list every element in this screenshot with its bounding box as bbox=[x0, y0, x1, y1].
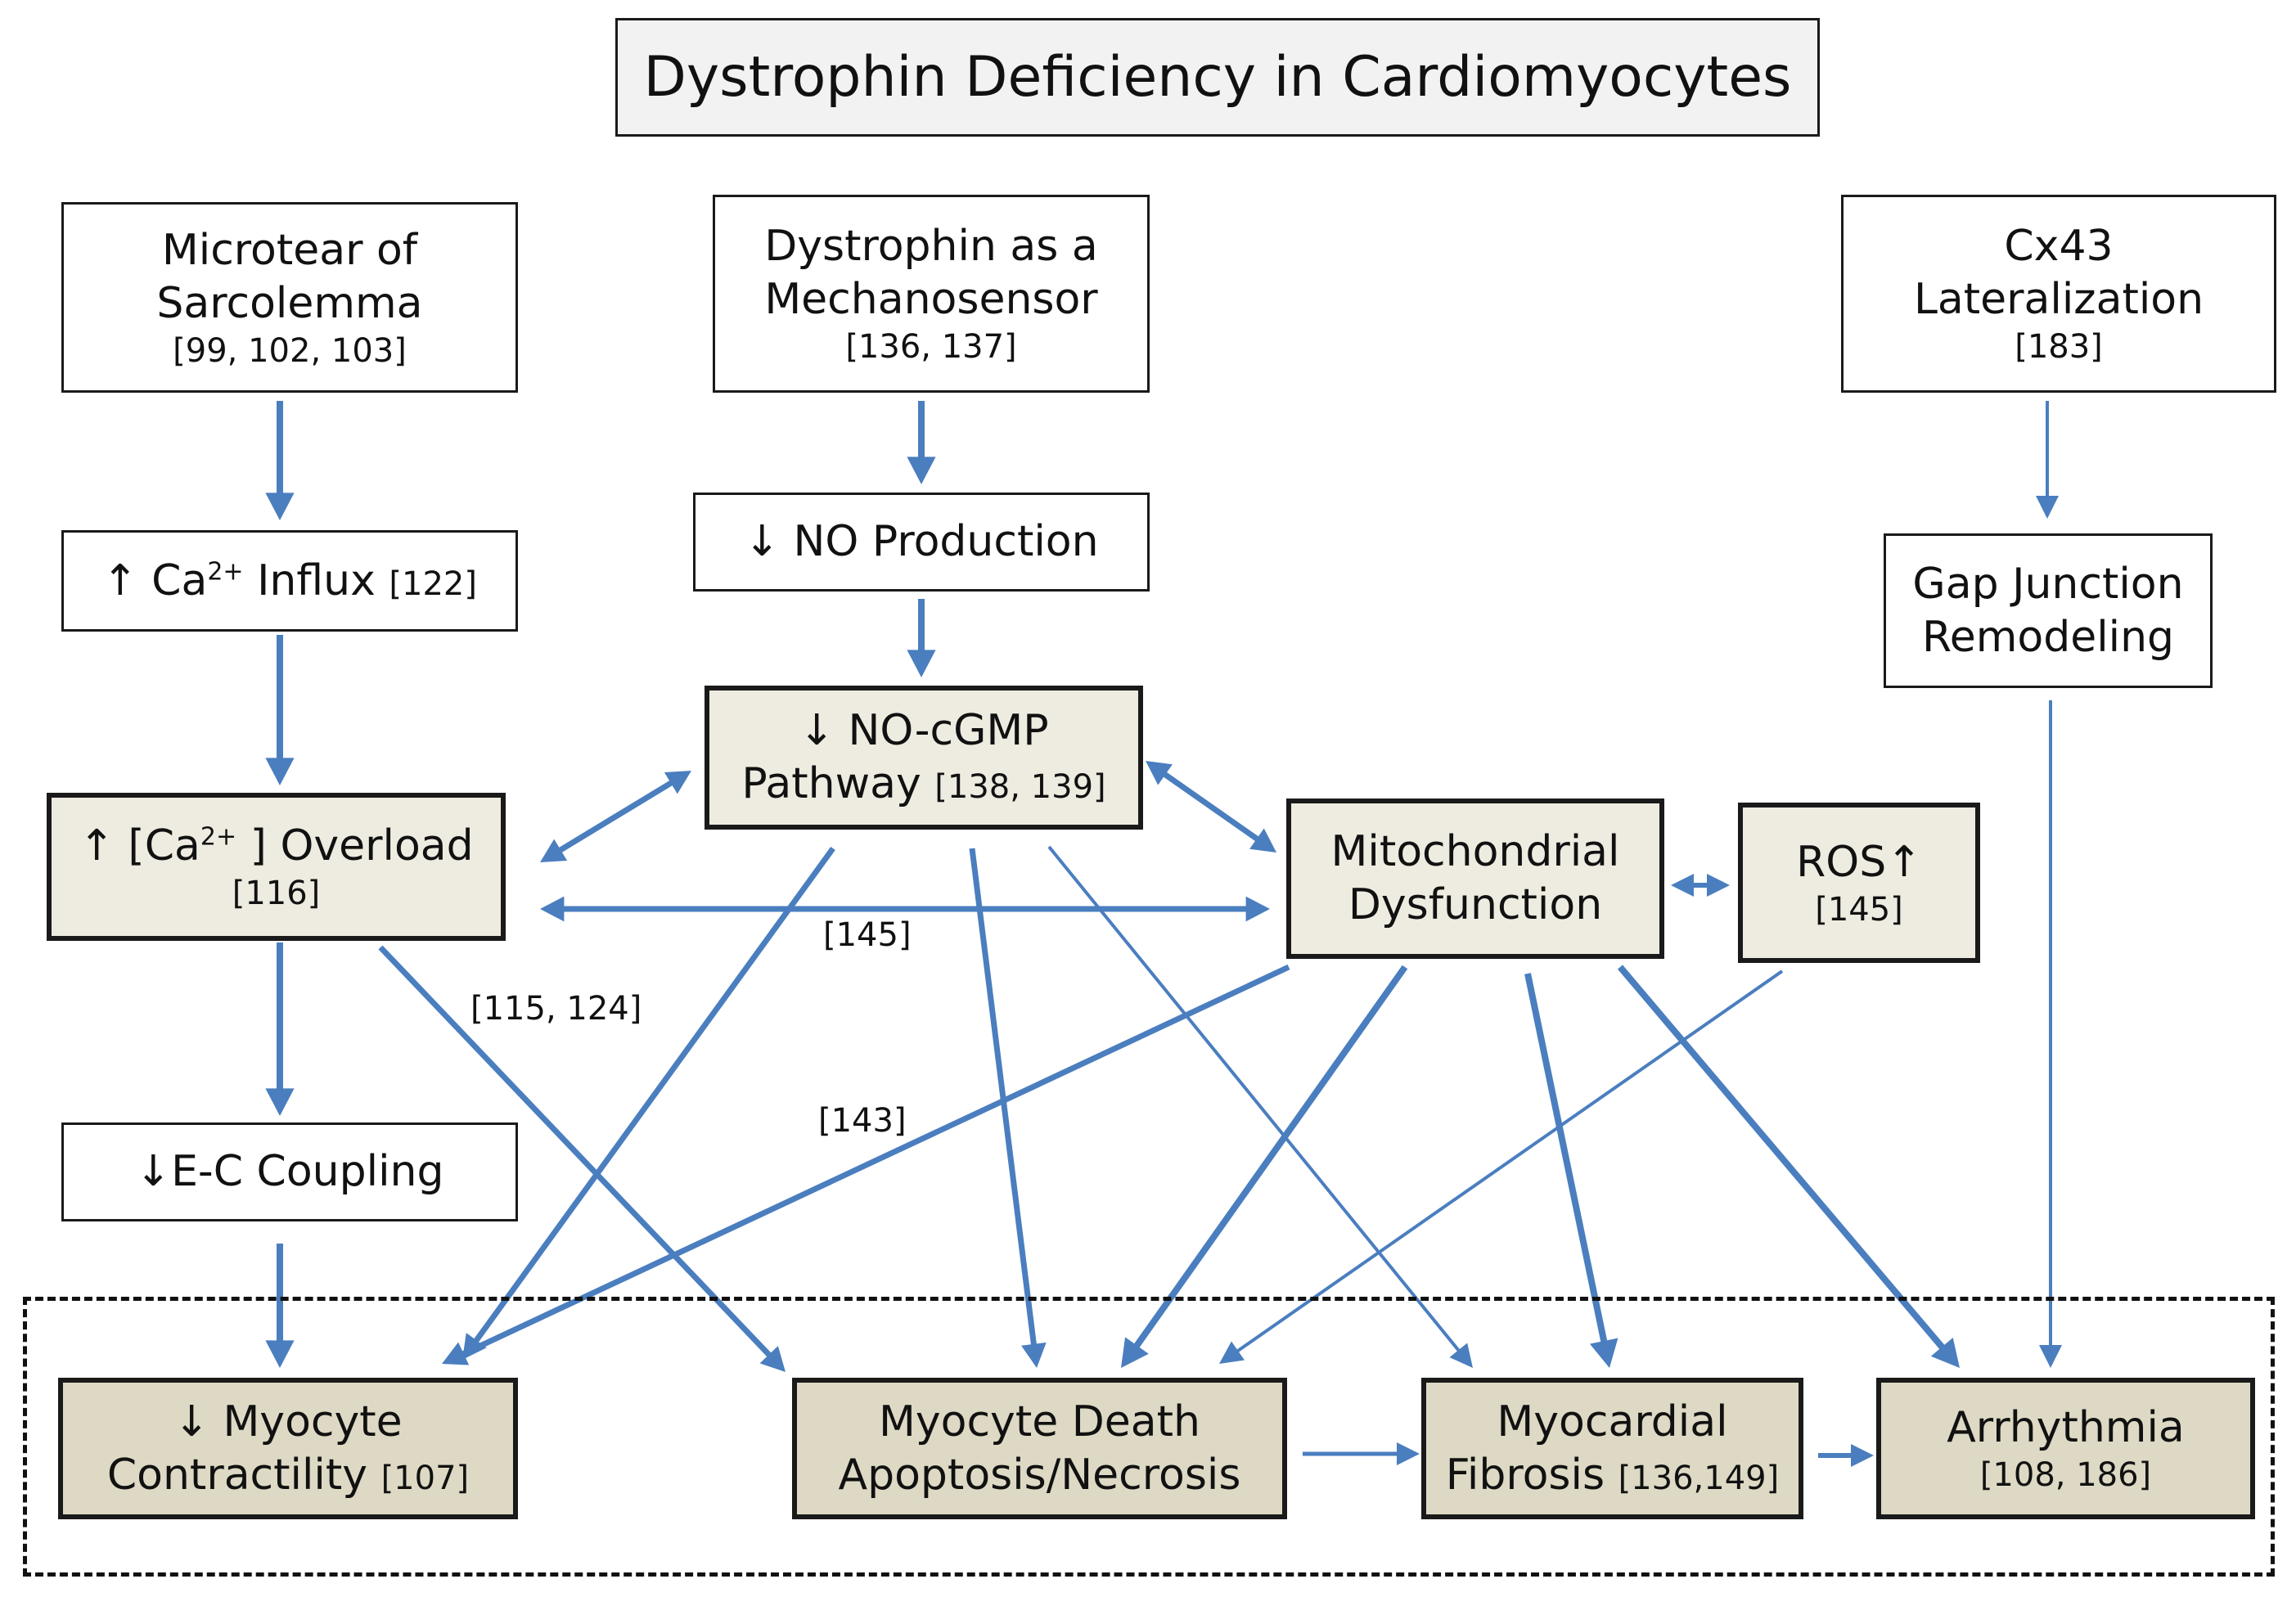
node-death-line1: Myocyte Death bbox=[879, 1397, 1200, 1446]
node-mito-line1: Mitochondrial bbox=[1330, 827, 1620, 876]
arrow-mito-arrhythmia bbox=[1617, 965, 1960, 1368]
node-contractility-line1: ↓ Myocyte bbox=[173, 1397, 403, 1446]
edge-label-mito-contractility: [143] bbox=[818, 1102, 907, 1140]
node-fibrosis-line2: Fibrosis bbox=[1445, 1450, 1605, 1500]
node-cx43-ref: [183] bbox=[2015, 328, 2103, 366]
node-ca-overload: ↑ [Ca2+ ] Overload [116] bbox=[47, 793, 506, 941]
arrow-ca-overload-death bbox=[378, 945, 786, 1372]
edge-label-ca-mito: [145] bbox=[823, 916, 912, 954]
node-ca-overload-ref: [116] bbox=[232, 875, 321, 912]
node-arrhythmia-ref: [108, 186] bbox=[1979, 1456, 2152, 1494]
node-no-cgmp: ↓ NO-cGMP Pathway [138, 139] bbox=[705, 686, 1143, 830]
arrow-death-fibrosis bbox=[1303, 1442, 1420, 1465]
node-contractility-ref: [107] bbox=[380, 1459, 470, 1497]
arrow-microtear-ca-influx bbox=[265, 401, 295, 520]
node-no-cgmp-line1: ↓ NO-cGMP bbox=[799, 706, 1049, 755]
node-mito-line2: Dysfunction bbox=[1348, 880, 1603, 929]
node-ros-ref: [145] bbox=[1815, 890, 1903, 929]
node-microtear-line2: Sarcolemma bbox=[156, 278, 423, 328]
node-no-cgmp-ref: [138, 139] bbox=[934, 768, 1106, 806]
node-no-production: ↓ NO Production bbox=[693, 493, 1150, 592]
node-mito: Mitochondrial Dysfunction bbox=[1286, 799, 1664, 959]
node-mechanosensor-line1: Dystrophin as a bbox=[764, 222, 1098, 271]
node-cx43: Cx43 Lateralization [183] bbox=[1841, 195, 2276, 393]
arrow-mito-contractility bbox=[442, 964, 1290, 1365]
node-contractility: ↓ Myocyte Contractility [107] bbox=[58, 1378, 518, 1519]
node-ca-overload-post: ] Overload bbox=[236, 821, 474, 870]
node-fibrosis-ref: [136,149] bbox=[1618, 1459, 1780, 1497]
node-ca-influx-pre: Ca bbox=[151, 556, 208, 605]
node-ec-coupling: ↓E-C Coupling bbox=[61, 1122, 518, 1221]
arrow-mito-death bbox=[1121, 965, 1408, 1368]
arrow-no-cgmp-contractility bbox=[462, 846, 835, 1360]
node-mechanosensor: Dystrophin as a Mechanosensor [136, 137] bbox=[713, 195, 1150, 393]
arrow-no-cgmp-fibrosis bbox=[1047, 845, 1473, 1368]
node-microtear: Microtear of Sarcolemma [99, 102, 103] bbox=[61, 202, 518, 393]
arrow-cx43-gap-junction bbox=[2036, 401, 2059, 519]
node-microtear-ref: [99, 102, 103] bbox=[173, 331, 407, 370]
arrow-ca-overload-mito bbox=[540, 896, 1270, 922]
node-no-production-text: ↓ NO Production bbox=[744, 517, 1099, 566]
node-ca-influx-arrow: ↑ bbox=[102, 556, 138, 605]
node-gap-junction: Gap Junction Remodeling bbox=[1884, 533, 2213, 688]
edge-label-ca-death: [115, 124] bbox=[470, 990, 642, 1028]
node-ec-coupling-text: ↓E-C Coupling bbox=[135, 1147, 444, 1196]
diagram-title: Dystrophin Deficiency in Cardiomyocytes bbox=[615, 18, 1820, 137]
arrow-no-cgmp-ca-overload bbox=[540, 771, 691, 862]
node-ca-overload-sup: 2+ bbox=[200, 822, 237, 852]
node-ros: ROS↑ [145] bbox=[1738, 803, 1980, 963]
node-microtear-line1: Microtear of bbox=[161, 225, 418, 275]
outcomes-region bbox=[23, 1297, 2275, 1577]
node-cx43-line1: Cx43 bbox=[2004, 222, 2114, 271]
node-ca-influx-sup: 2+ bbox=[207, 557, 244, 587]
arrow-no-production-no-cgmp bbox=[907, 599, 936, 677]
arrow-ros-death bbox=[1219, 969, 1784, 1364]
node-arrhythmia: Arrhythmia [108, 186] bbox=[1876, 1378, 2255, 1519]
node-gap-junction-line1: Gap Junction bbox=[1912, 559, 2184, 609]
node-mechanosensor-ref: [136, 137] bbox=[845, 328, 1017, 366]
node-ros-line1: ROS↑ bbox=[1796, 837, 1922, 887]
node-mechanosensor-line2: Mechanosensor bbox=[764, 275, 1098, 324]
arrow-gap-junction-arrhythmia bbox=[2039, 700, 2062, 1368]
node-ca-influx-ref: [122] bbox=[389, 565, 477, 603]
arrow-mito-fibrosis bbox=[1524, 973, 1618, 1368]
node-arrhythmia-line1: Arrhythmia bbox=[1947, 1403, 2185, 1452]
node-death: Myocyte Death Apoptosis/Necrosis bbox=[792, 1378, 1287, 1519]
node-no-cgmp-line2: Pathway bbox=[741, 759, 921, 808]
arrow-mechanosensor-no-production bbox=[907, 401, 936, 484]
node-gap-junction-line2: Remodeling bbox=[1921, 612, 2175, 662]
arrow-ec-coupling-contractility bbox=[265, 1244, 295, 1368]
arrow-mito-ros bbox=[1671, 874, 1730, 897]
node-ca-influx: ↑ Ca2+ Influx [122] bbox=[61, 530, 518, 632]
arrow-ca-overload-ec-coupling bbox=[265, 942, 295, 1116]
node-contractility-line2: Contractility bbox=[106, 1450, 368, 1500]
node-ca-influx-post: Influx bbox=[257, 556, 376, 605]
node-ca-overload-pre: ↑ [Ca bbox=[79, 821, 200, 870]
arrow-ca-influx-ca-overload bbox=[265, 635, 295, 785]
node-fibrosis: Myocardial Fibrosis [136,149] bbox=[1421, 1378, 1803, 1519]
node-fibrosis-line1: Myocardial bbox=[1497, 1397, 1728, 1446]
arrow-fibrosis-arrhythmia bbox=[1818, 1444, 1874, 1467]
arrow-no-cgmp-mito bbox=[1146, 761, 1276, 852]
node-cx43-line2: Lateralization bbox=[1913, 275, 2204, 324]
node-death-line2: Apoptosis/Necrosis bbox=[838, 1450, 1241, 1500]
